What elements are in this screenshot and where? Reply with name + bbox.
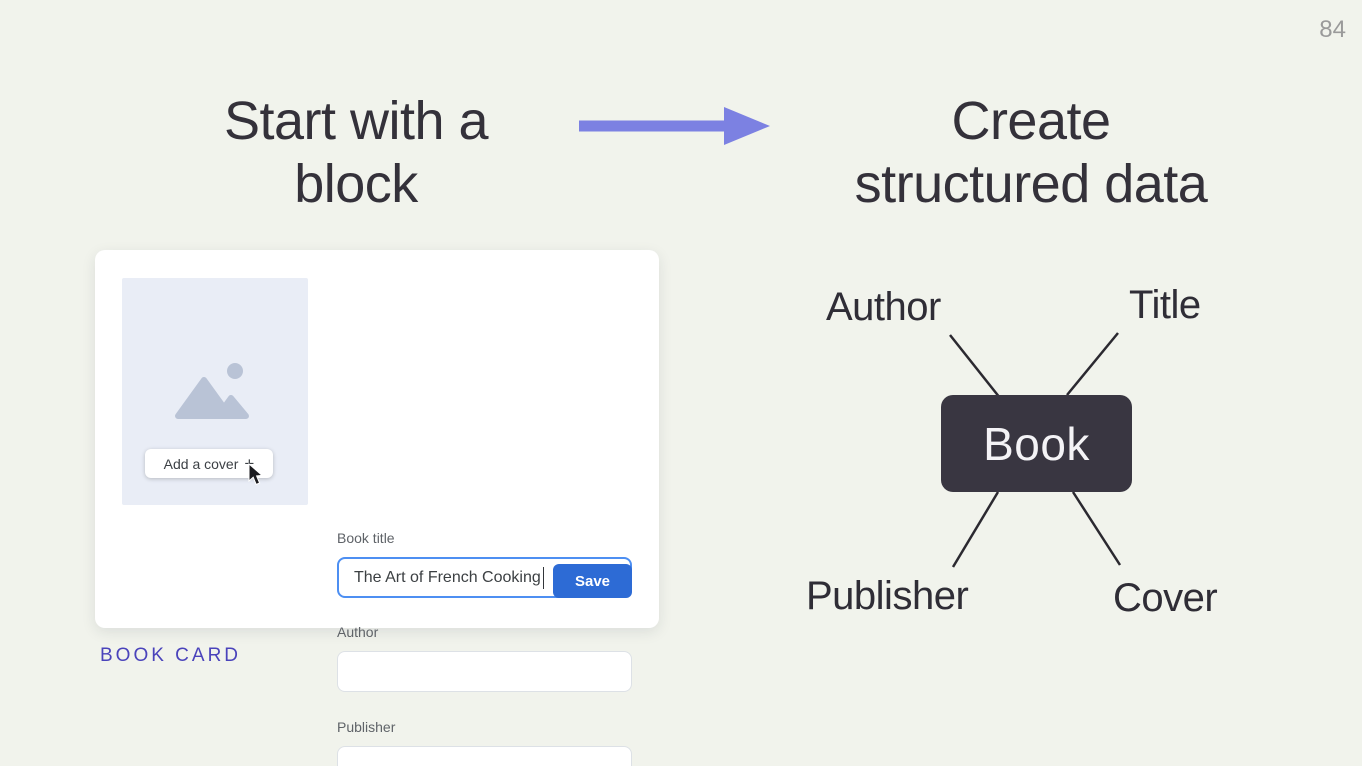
headline-right: Create structured data: [781, 90, 1281, 216]
author-input[interactable]: [337, 651, 632, 692]
text-caret: [542, 566, 545, 589]
add-cover-label: Add a cover: [163, 455, 239, 472]
publisher-label: Publisher: [337, 719, 396, 735]
headline-right-line1: Create: [951, 91, 1111, 151]
arrow-right-icon: [579, 107, 770, 145]
diagram-center-book-label: Book: [983, 417, 1090, 470]
line-book-publisher: [951, 491, 1000, 568]
line-book-cover: [1071, 491, 1122, 566]
headline-left-line2: block: [294, 154, 418, 214]
diagram-connector-lines: [949, 332, 1122, 568]
book-title-value: The Art of French Cooking: [354, 568, 541, 586]
publisher-input[interactable]: [337, 746, 632, 766]
author-label: Author: [337, 624, 379, 640]
line-book-title: [1066, 332, 1119, 396]
diagram-node-title: Title: [1129, 283, 1201, 327]
headline-right-line2: structured data: [854, 154, 1208, 214]
plus-icon: +: [244, 453, 255, 473]
diagram-node-cover: Cover: [1113, 576, 1218, 620]
save-button[interactable]: Save: [553, 564, 632, 598]
image-placeholder-icon: [175, 363, 249, 419]
diagram-center-book: Book: [941, 395, 1132, 492]
add-cover-button[interactable]: Add a cover +: [145, 449, 273, 478]
diagram-node-author: Author: [826, 285, 941, 329]
headline-left: Start with a block: [106, 90, 606, 216]
diagram-node-publisher: Publisher: [806, 574, 969, 618]
line-book-author: [949, 334, 1001, 399]
book-card-caption: BOOK CARD: [100, 645, 242, 666]
page-number: 84: [1319, 16, 1346, 43]
book-card-block: Add a cover + Book title The Art of Fren…: [95, 250, 659, 766]
headline-left-line1: Start with a: [223, 91, 489, 151]
book-title-label: Book title: [337, 530, 395, 546]
